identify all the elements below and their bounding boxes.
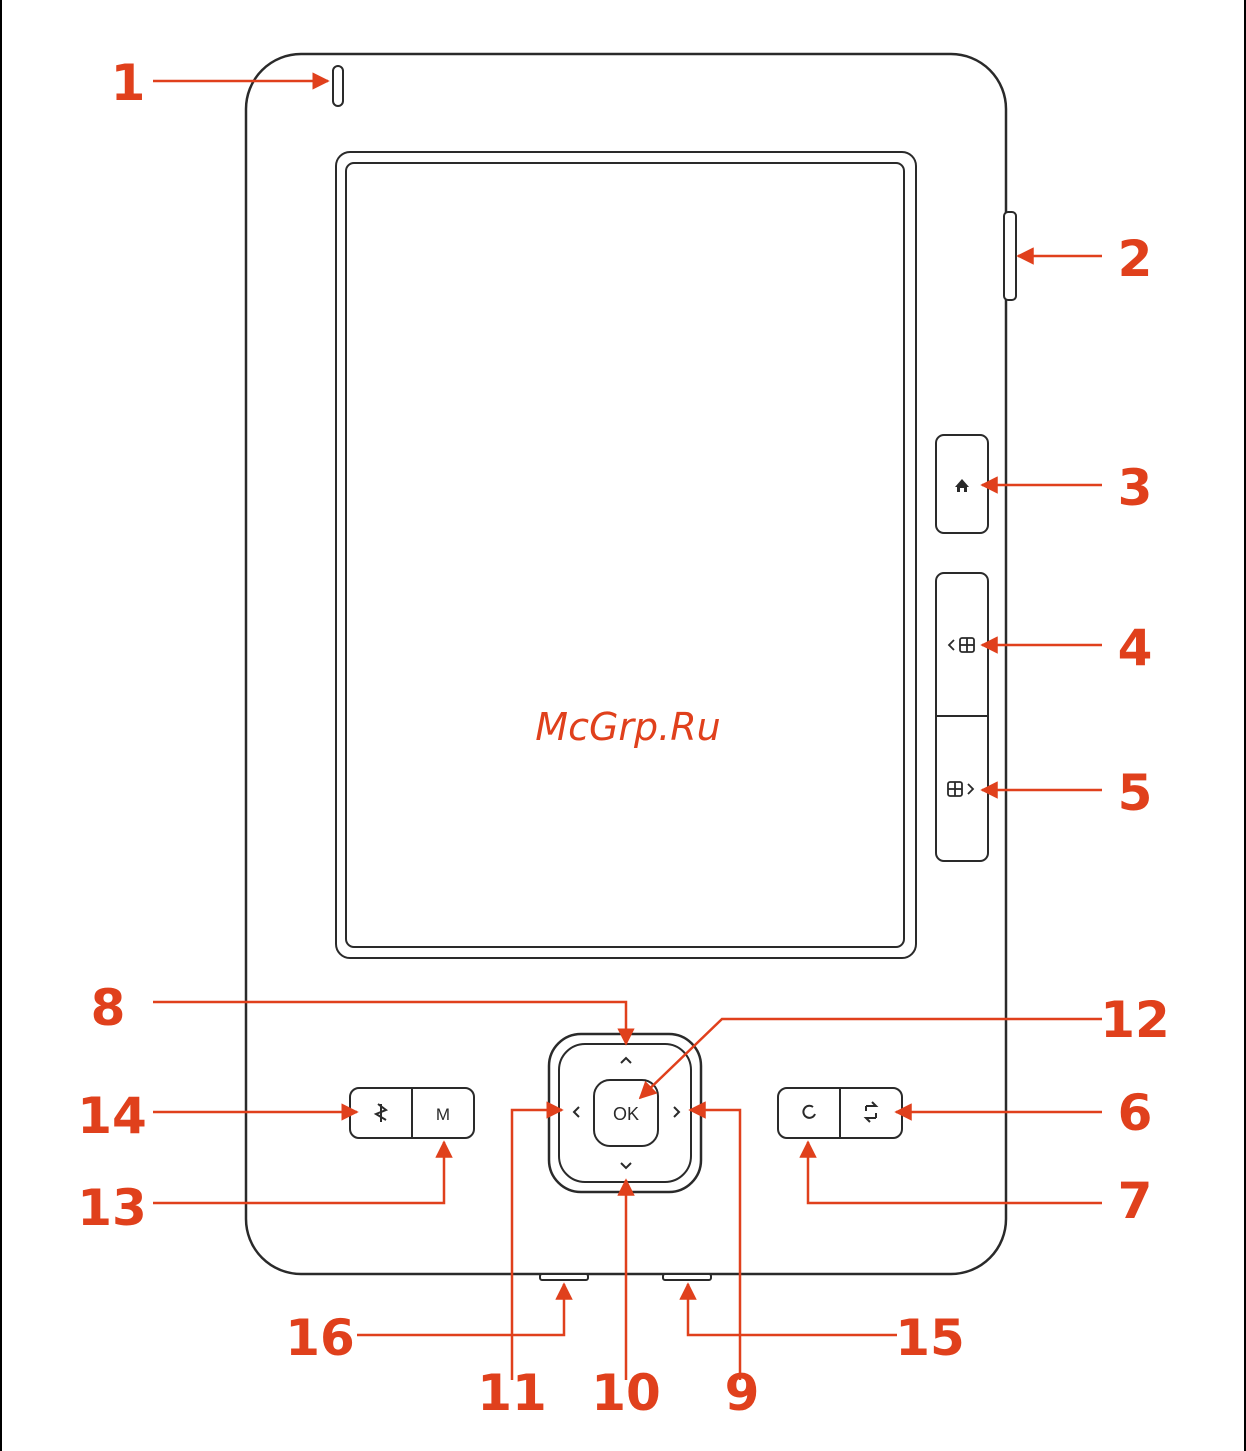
callout-7: 7 [1118,1172,1153,1230]
callout-13: 13 [77,1179,147,1237]
left-button-pair: M [350,1088,474,1138]
ok-button-label: OK [613,1104,639,1124]
usb-port[interactable] [540,1274,588,1280]
right-button-pair [778,1088,902,1138]
callout-2: 2 [1118,230,1153,288]
callout-9: 9 [725,1364,760,1422]
callout-8: 8 [91,979,126,1037]
callout-6: 6 [1118,1084,1153,1142]
callout-14: 14 [77,1087,147,1145]
callout-12: 12 [1100,991,1170,1049]
power-switch[interactable] [1004,212,1016,300]
home-button[interactable] [936,435,988,533]
page-rocker[interactable] [936,573,988,861]
callout-3: 3 [1118,459,1153,517]
callout-10: 10 [591,1364,661,1422]
callout-5: 5 [1118,764,1153,822]
callout-15: 15 [895,1309,965,1367]
callout-16: 16 [285,1309,355,1367]
callout-1: 1 [111,54,146,112]
menu-button-label[interactable]: M [436,1105,450,1124]
callout-11: 11 [477,1364,547,1422]
watermark: McGrp.Ru [535,705,720,749]
headphone-jack[interactable] [663,1274,711,1280]
callout-4: 4 [1118,619,1153,677]
